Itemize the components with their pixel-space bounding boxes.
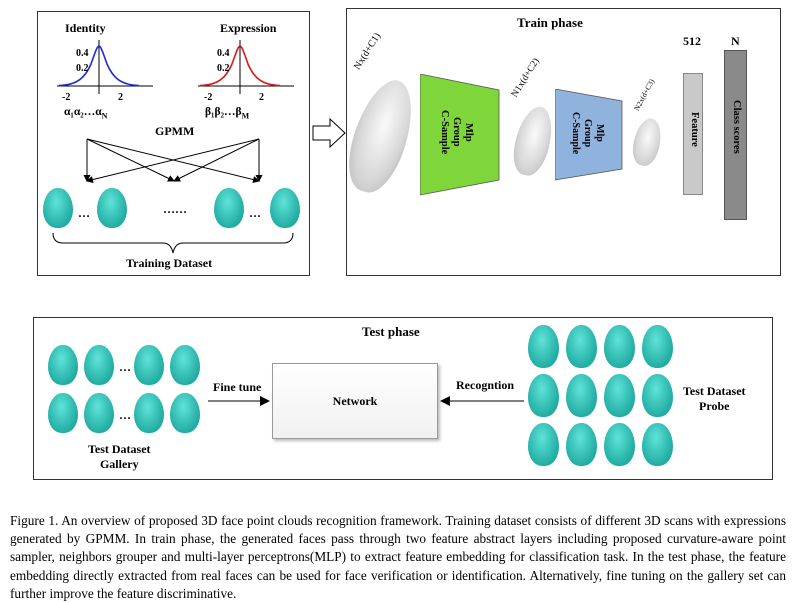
gpmm-arrows — [52, 138, 294, 254]
training-face — [97, 188, 127, 228]
probe-face — [642, 325, 673, 368]
recognition-label: Recogntion — [456, 378, 514, 392]
identity-params: α₁α₂…αN — [64, 106, 108, 121]
probe-face — [604, 374, 635, 417]
class-scores-label: Class scores — [731, 100, 742, 154]
probe-face — [642, 423, 673, 466]
abstraction-block-2 — [555, 89, 623, 181]
identity-x-tick-left: -2 — [62, 92, 71, 103]
training-ellipsis-mid: …… — [163, 202, 187, 216]
gallery-face — [48, 393, 78, 433]
training-face — [43, 188, 73, 228]
class-dim-label: N — [731, 34, 740, 48]
feature-dim-label: 512 — [683, 34, 701, 48]
gallery-face — [170, 393, 200, 433]
gallery-face — [48, 345, 78, 385]
expression-params: β₁β₂…βM — [205, 106, 250, 121]
probe-face — [528, 423, 559, 466]
gallery-face — [134, 345, 164, 385]
identity-y-tick-high: 0.4 — [76, 48, 89, 59]
expression-gaussian-plot — [198, 40, 294, 94]
recognition-arrow — [440, 396, 524, 406]
test-phase-title: Test phase — [362, 324, 420, 339]
gallery-ellipsis: … — [119, 408, 131, 422]
training-face — [214, 188, 244, 228]
panel-transition-arrow — [312, 118, 346, 148]
identity-curve — [58, 45, 140, 87]
identity-x-tick-right: 2 — [118, 92, 123, 103]
probe-face — [604, 423, 635, 466]
training-data-panel — [37, 11, 310, 276]
probe-face — [528, 374, 559, 417]
expression-y-tick-high: 0.4 — [217, 48, 230, 59]
probe-face — [566, 423, 597, 466]
abstraction-block-1 — [420, 74, 500, 196]
gallery-face — [84, 345, 114, 385]
expression-curve — [199, 45, 281, 87]
training-face — [270, 188, 300, 228]
probe-face — [566, 325, 597, 368]
probe-face — [604, 325, 635, 368]
train-phase-title: Train phase — [517, 15, 583, 30]
gallery-face — [134, 393, 164, 433]
expression-title: Expression — [220, 21, 277, 35]
probe-face — [642, 374, 673, 417]
probe-face — [566, 374, 597, 417]
probe-face — [528, 325, 559, 368]
fine-tune-arrow — [208, 396, 270, 406]
feature-bar — [683, 73, 703, 195]
figure-caption: Figure 1. An overview of proposed 3D fac… — [10, 513, 786, 601]
training-ellipsis-left: … — [78, 206, 90, 220]
expression-x-tick-left: -2 — [204, 92, 213, 103]
gallery-ellipsis: … — [119, 360, 131, 374]
feature-label: Feature — [689, 112, 700, 147]
identity-gaussian-plot — [57, 40, 153, 94]
gpmm-label: GPMM — [155, 124, 195, 138]
expression-x-tick-right: 2 — [259, 92, 264, 103]
gallery-face — [170, 345, 200, 385]
expression-y-tick-low: 0.2 — [217, 63, 230, 74]
training-dataset-label: Training Dataset — [126, 256, 213, 270]
training-ellipsis-right: … — [249, 206, 261, 220]
identity-title: Identity — [65, 21, 106, 35]
gallery-face — [84, 393, 114, 433]
network-box: Network — [272, 363, 438, 439]
identity-y-tick-low: 0.2 — [76, 63, 89, 74]
class-scores-bar — [724, 50, 747, 220]
fine-tune-label: Fine tune — [213, 380, 262, 394]
